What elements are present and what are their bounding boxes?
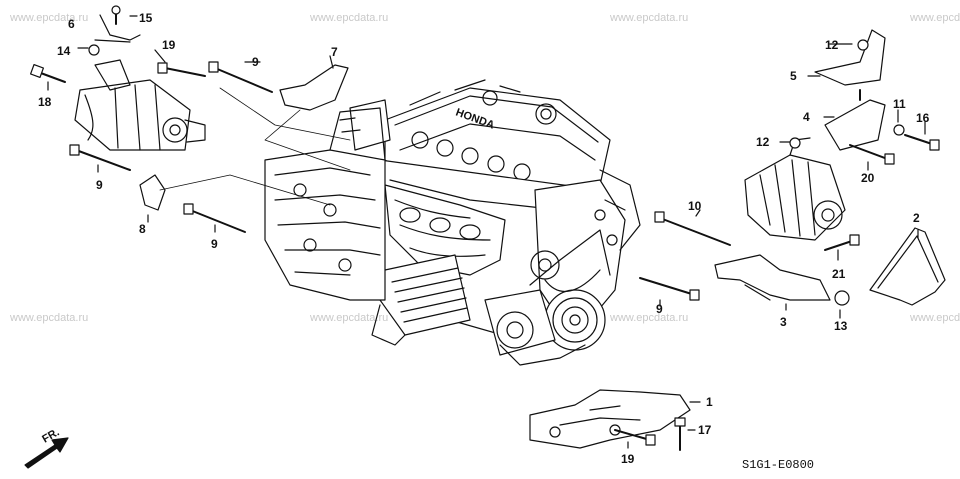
watermark: www.epcdata.ru — [610, 12, 689, 24]
callout-13: 13 — [834, 319, 848, 333]
watermark: www.epcdata.ru — [10, 12, 89, 24]
bolt-20 — [849, 144, 891, 161]
watermark: www.epcdata.ru — [310, 312, 389, 324]
callout-9: 9 — [96, 178, 103, 192]
callout-14: 14 — [57, 44, 71, 58]
nut-12-lower — [789, 137, 801, 149]
engine-assembly — [264, 79, 641, 366]
callout-12: 12 — [825, 38, 839, 52]
bolt-10 — [659, 217, 731, 246]
callout-21: 21 — [832, 267, 846, 281]
bracket-7 — [279, 64, 349, 111]
bolt-18 — [37, 71, 66, 83]
nut-14 — [88, 44, 100, 56]
callout-6: 6 — [68, 17, 75, 31]
callout-2: 2 — [913, 211, 920, 225]
callout-9: 9 — [656, 302, 663, 316]
starter-motor — [74, 14, 206, 151]
callout-17: 17 — [698, 423, 712, 437]
adjuster-bracket-3 — [714, 254, 831, 301]
bolt-19-top — [164, 67, 206, 77]
callout-9: 9 — [252, 55, 259, 69]
callout-8: 8 — [139, 222, 146, 236]
callout-20: 20 — [861, 171, 875, 185]
bolt-9-right — [639, 277, 696, 296]
callout-1: 1 — [706, 395, 713, 409]
bolt-19-bottom — [614, 429, 651, 441]
bracket-8 — [139, 174, 166, 211]
bolt-9-top — [214, 67, 273, 93]
callout-19: 19 — [621, 452, 635, 466]
callout-5: 5 — [790, 69, 797, 83]
alternator — [744, 137, 846, 241]
callout-16: 16 — [916, 111, 930, 125]
callout-4: 4 — [803, 110, 810, 124]
callout-9: 9 — [211, 237, 218, 251]
callout-3: 3 — [780, 315, 787, 329]
callout-18: 18 — [38, 95, 52, 109]
bracket-4 — [824, 99, 886, 151]
watermark: www.epcdata.ru — [610, 312, 689, 324]
washer-11 — [893, 124, 905, 136]
drive-belt-2 — [869, 227, 946, 306]
bolt-9-mid — [189, 209, 246, 233]
nut-13 — [834, 290, 850, 306]
watermark: www.epcdata.ru — [310, 12, 389, 24]
watermark: www.epcdata.ru — [910, 12, 960, 24]
bolt-9-left — [75, 149, 131, 171]
front-arrow-icon — [24, 437, 69, 469]
callout-12: 12 — [756, 135, 770, 149]
callout-7: 7 — [331, 45, 338, 59]
watermark: www.epcdata.ru — [910, 312, 960, 324]
watermark: www.epcdata.ru — [10, 312, 89, 324]
callout-11: 11 — [893, 97, 906, 111]
callout-15: 15 — [139, 11, 153, 25]
callout-19: 19 — [162, 38, 176, 52]
callout-10: 10 — [688, 199, 702, 213]
diagram-code: S1G1-E0800 — [742, 458, 815, 472]
